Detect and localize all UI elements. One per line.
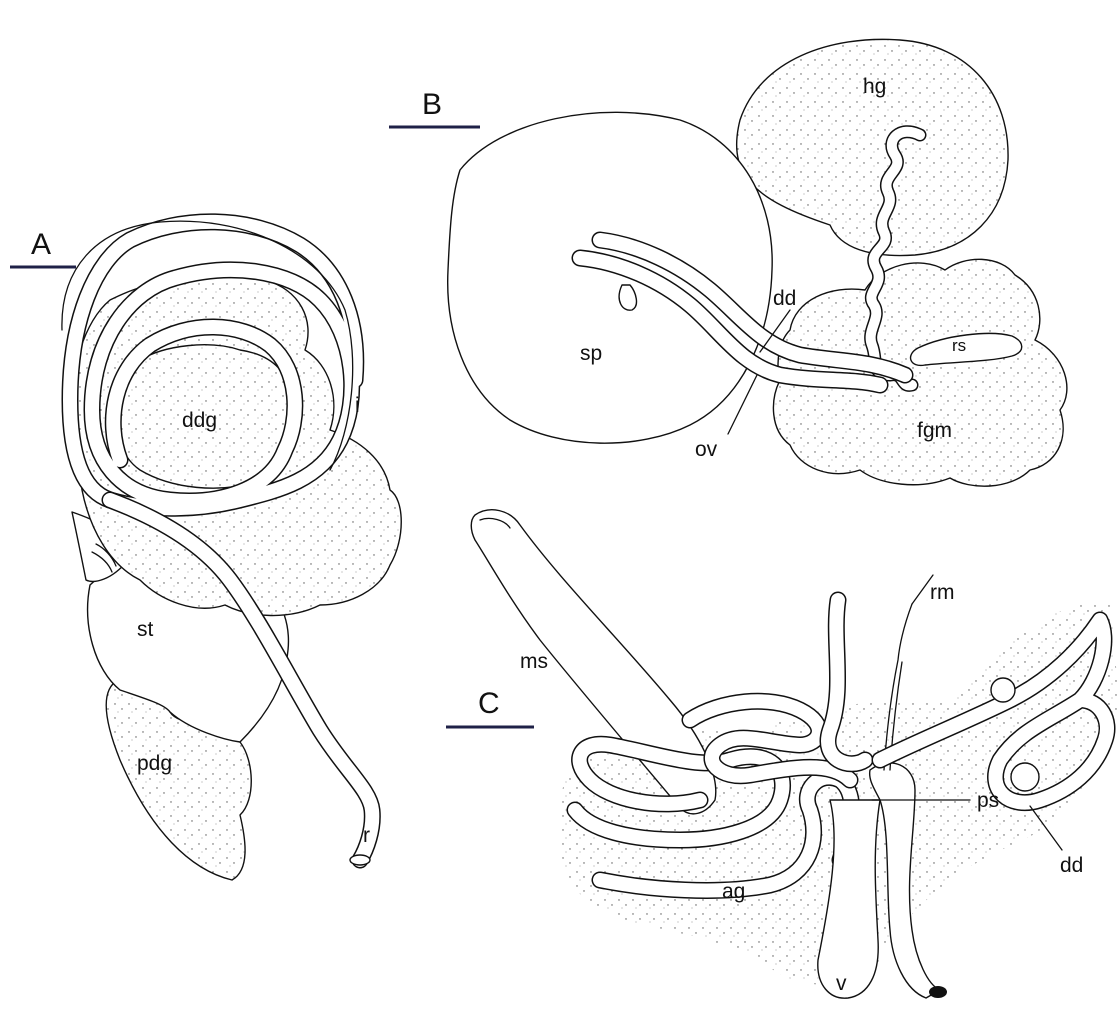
label-dd-b: dd: [773, 287, 796, 310]
label-r: r: [363, 824, 370, 847]
label-i: i: [355, 394, 360, 417]
label-rm: rm: [930, 581, 955, 604]
label-ov: ov: [695, 438, 718, 461]
label-ps: ps: [977, 789, 999, 812]
panel-label-b: B: [422, 88, 442, 121]
panel-label-c: C: [478, 687, 500, 720]
spermatheca: [448, 112, 772, 443]
label-ms: ms: [520, 650, 548, 673]
label-rs: rs: [952, 336, 966, 355]
label-fgm: fgm: [917, 419, 952, 442]
penis-tip: [929, 986, 947, 998]
label-hg: hg: [863, 75, 886, 98]
panel-c: C ms rm ps dd ag: [446, 510, 1119, 998]
label-v: v: [836, 972, 847, 995]
label-dd-c: dd: [1060, 854, 1083, 877]
label-ddg: ddg: [182, 409, 217, 432]
panel-label-a: A: [31, 228, 51, 261]
label-st: st: [137, 618, 154, 641]
hermaphrodite-gland: [737, 39, 1008, 255]
label-pdg: pdg: [137, 752, 172, 775]
panel-b: B hg sp dd rs ov fgm: [389, 39, 1067, 486]
label-sp: sp: [580, 342, 602, 365]
label-ag: ag: [722, 880, 745, 903]
panel-a: A ddg i st pdg r: [10, 221, 401, 880]
